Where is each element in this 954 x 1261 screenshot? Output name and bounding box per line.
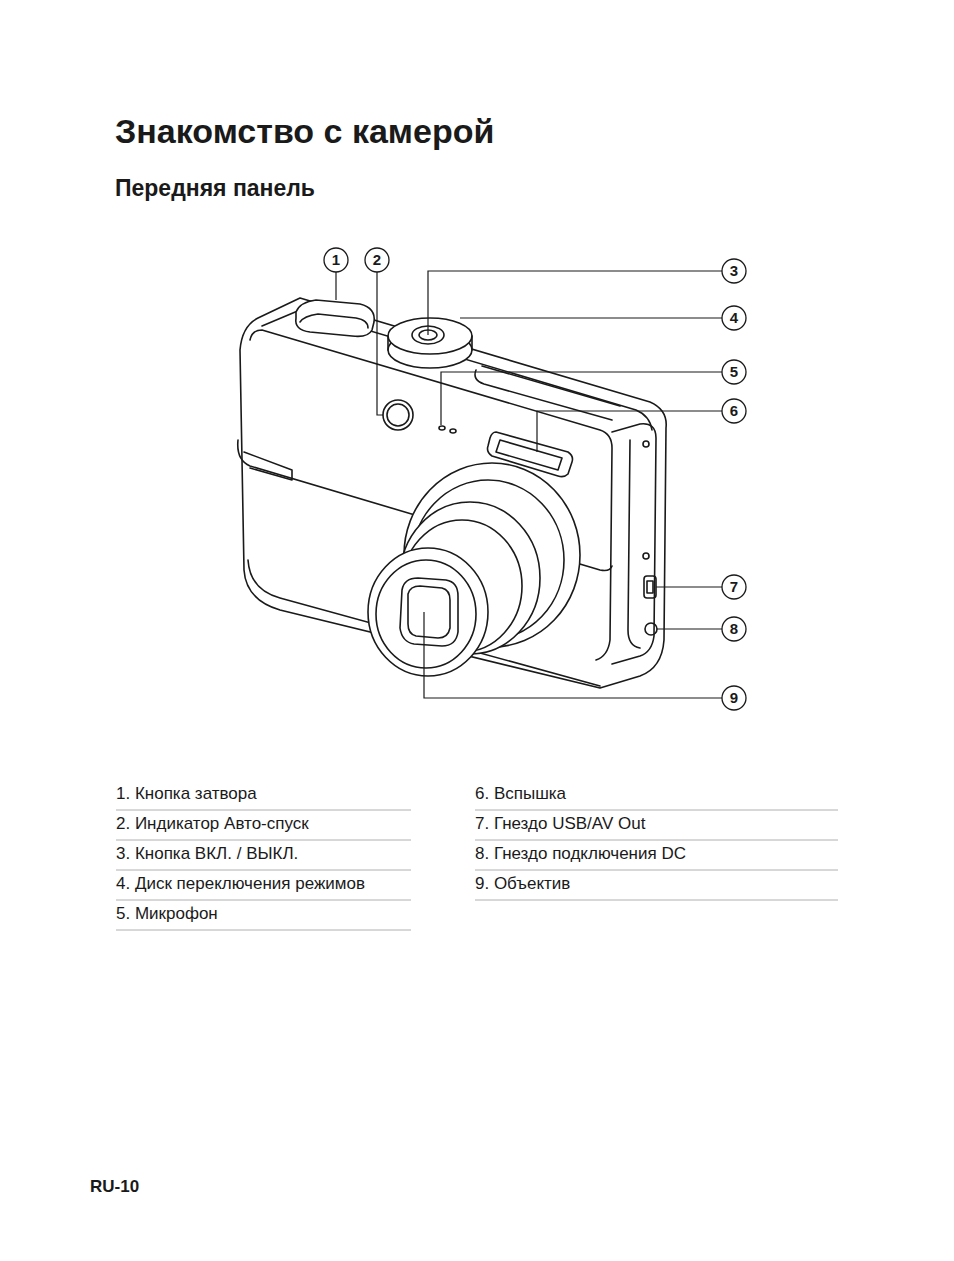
callout-number: 2 — [365, 248, 389, 272]
callout-number: 9 — [722, 686, 746, 710]
page-number: RU-10 — [90, 1177, 139, 1197]
part-name: 4. Диск переключения режимов — [116, 874, 365, 894]
callout-number: 8 — [722, 617, 746, 641]
callout-number: 6 — [722, 399, 746, 423]
part-name: 8. Гнездо подключения DC — [475, 844, 686, 864]
part-name: 7. Гнездо USB/AV Out — [475, 814, 645, 834]
part-name: 6. Вспышка — [475, 784, 566, 804]
callout-number: 1 — [324, 248, 348, 272]
page-title: Знакомство с камерой — [115, 112, 494, 151]
part-name: 9. Объектив — [475, 874, 570, 894]
part-name: 3. Кнопка ВКЛ. / ВЫКЛ. — [116, 844, 298, 864]
callout-number: 3 — [722, 259, 746, 283]
callout-number: 4 — [722, 306, 746, 330]
section-heading: Передняя панель — [115, 175, 315, 202]
part-name: 1. Кнопка затвора — [116, 784, 257, 804]
part-name: 2. Индикатор Авто-спуск — [116, 814, 309, 834]
callout-number: 5 — [722, 360, 746, 384]
callout-number: 7 — [722, 575, 746, 599]
part-name: 5. Микрофон — [116, 904, 218, 924]
